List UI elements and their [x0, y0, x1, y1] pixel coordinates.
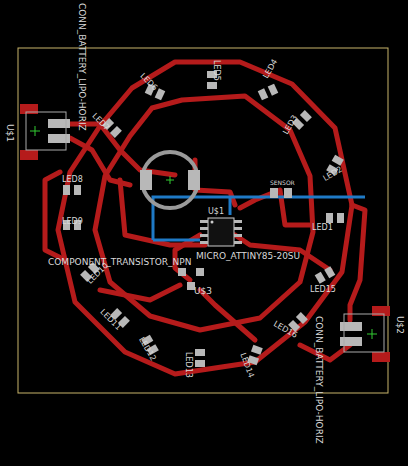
led-label: LED8	[62, 176, 83, 184]
part-label: MICRO_ATTINY85-20SU	[196, 252, 300, 261]
led-label: LED5	[212, 60, 220, 81]
part-label: SENSOR	[270, 180, 295, 186]
led-label: LED13	[184, 352, 192, 378]
part-label: U$3	[194, 287, 212, 296]
part-label: U$1	[5, 124, 14, 142]
part-label: U$1	[208, 208, 224, 216]
led-label: LED9	[62, 218, 83, 226]
part-label: CONN_BATTERY_LIPO-HORIZ	[77, 3, 86, 131]
part-label: COMPONENT_TRANSISTOR_NPN	[48, 258, 191, 267]
part-label: CONN_BATTERY_LIPO-HORIZ	[314, 316, 323, 444]
led-label: LED15	[310, 286, 336, 294]
led-label: LED1	[312, 224, 333, 232]
part-label: U$2	[395, 316, 404, 334]
led-label: LED2	[322, 166, 344, 183]
